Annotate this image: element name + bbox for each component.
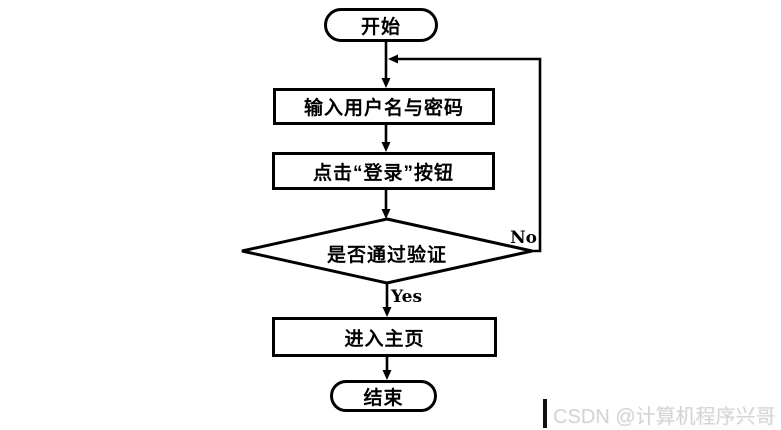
node-start-label: 开始 (360, 16, 401, 38)
node-input-credentials-label: 输入用户名与密码 (303, 98, 464, 119)
arrowhead-into-verify (381, 209, 391, 219)
edge-label-yes: Yes (391, 287, 423, 307)
edge-no-loop (398, 57, 542, 253)
arrowhead-into-end (382, 370, 392, 380)
edge-label-no: No (510, 228, 537, 248)
arrowhead-into-click (381, 142, 391, 152)
node-verify-label: 是否通过验证 (326, 245, 447, 266)
arrowhead-into-input (381, 78, 391, 88)
node-start: 开始 (324, 8, 438, 42)
node-click-login-label: 点击“登录”按钮 (312, 162, 454, 184)
node-click-login: 点击“登录”按钮 (272, 152, 495, 190)
watermark-bar (543, 399, 547, 428)
node-enter-home: 进入主页 (272, 317, 497, 357)
watermark-text: CSDN @计算机程序兴哥 (553, 406, 776, 428)
node-enter-home-label: 进入主页 (344, 328, 425, 350)
arrowhead-no-loop (388, 54, 398, 64)
node-end-label: 结束 (363, 387, 404, 409)
node-end: 结束 (330, 380, 437, 412)
node-input-credentials: 输入用户名与密码 (273, 88, 495, 125)
arrowhead-into-home (382, 307, 392, 317)
